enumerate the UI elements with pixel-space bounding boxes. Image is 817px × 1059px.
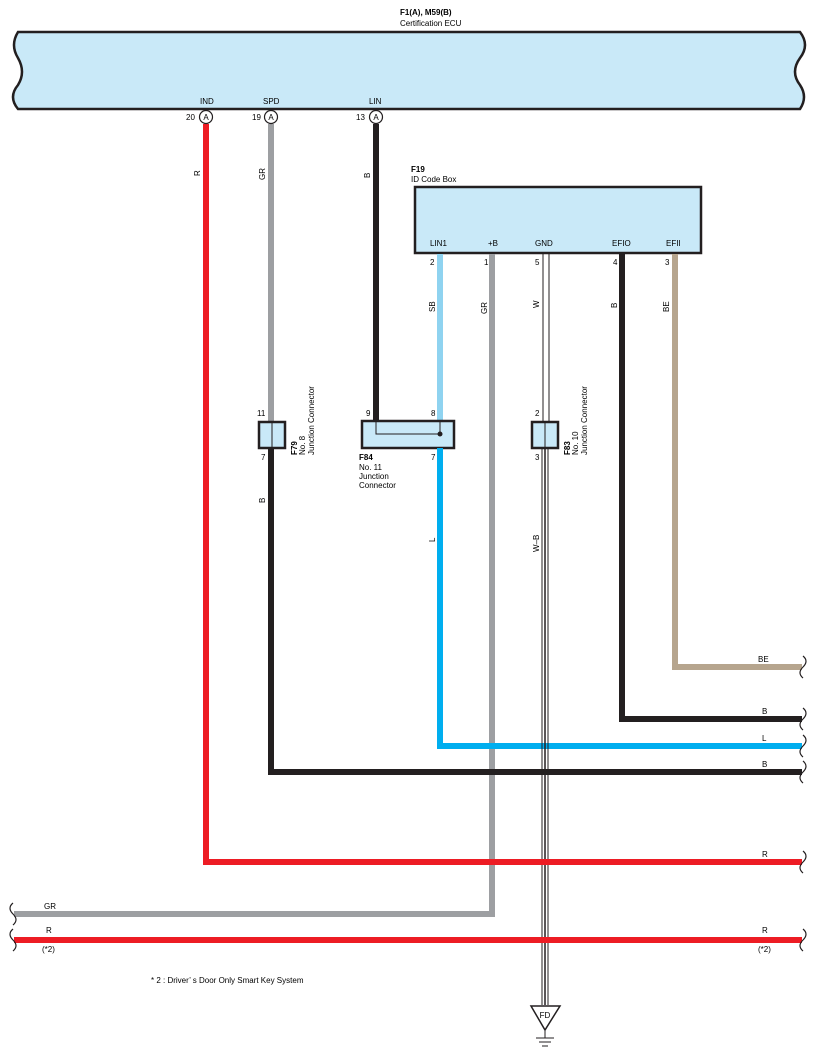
ecu-body xyxy=(11,30,807,111)
junction-f79-pin-top: 11 xyxy=(257,409,266,418)
junction-f83-pin-bottom: 3 xyxy=(535,453,540,462)
wire-f84-out-color: L xyxy=(428,537,437,542)
junction-f84-pin-in-left: 9 xyxy=(366,409,371,418)
continuation-mark-right-r2 xyxy=(799,928,807,952)
continuation-mark-right-be xyxy=(799,655,807,679)
junction-f79-line2: Junction Connector xyxy=(307,386,316,455)
junction-f83-pin-top: 2 xyxy=(535,409,540,418)
junction-f83-line2: Junction Connector xyxy=(580,386,589,455)
wire-efii-color: BE xyxy=(662,301,671,312)
continuation-mark-right-b2 xyxy=(799,760,807,784)
wire-f79-out-color: B xyxy=(258,498,267,503)
continuation-mark-left-r xyxy=(9,928,17,952)
wire-right-l-color: L xyxy=(762,734,767,743)
idbox-pin-efio-label: EFIO xyxy=(612,239,631,248)
ground-label: FD xyxy=(540,1011,551,1020)
wire-ind-color: R xyxy=(193,170,202,176)
wire-f83-out-color: W–B xyxy=(532,535,541,552)
ecu-code: F1(A), M59(B) xyxy=(400,8,452,17)
idbox-pin-lin1-num: 2 xyxy=(430,258,435,267)
ecu-name: Certification ECU xyxy=(400,19,462,28)
wire-right-b2-color: B xyxy=(762,760,767,769)
ecu-pin-spd-circle xyxy=(263,109,279,125)
wire-left-gr-color: GR xyxy=(44,902,56,911)
wire-right-r-color: R xyxy=(762,850,768,859)
junction-f79-pin-bottom: 7 xyxy=(261,453,266,462)
idbox-body xyxy=(413,185,703,255)
idbox-pin-gnd-num: 5 xyxy=(535,258,540,267)
idbox-pin-efio-num: 4 xyxy=(613,258,618,267)
wire-right-be-color: BE xyxy=(758,655,769,664)
idbox-pin-lin1-label: LIN1 xyxy=(430,239,447,248)
continuation-mark-right-r xyxy=(799,850,807,874)
wire-plusb-run xyxy=(14,911,495,917)
junction-f79-line1: No. 8 xyxy=(298,435,307,455)
ecu-pin-spd-label: SPD xyxy=(263,97,280,106)
wire-efio-color: B xyxy=(610,303,619,308)
wire-f84-out xyxy=(437,448,802,749)
junction-f84-line2: Junction xyxy=(359,472,389,481)
junction-f79-code: F79 xyxy=(290,441,299,455)
wire-ind-run xyxy=(203,859,802,865)
wire-efii-run xyxy=(672,664,802,670)
footnote: * 2 : Driver’ s Door Only Smart Key Syst… xyxy=(151,976,304,985)
continuation-mark-right-b1 xyxy=(799,707,807,731)
ecu-pin-lin-num: 13 xyxy=(356,113,365,122)
junction-f83-code: F83 xyxy=(563,441,572,455)
idbox-pin-plusb-num: 1 xyxy=(484,258,489,267)
ecu-pin-ind-circle xyxy=(198,109,214,125)
wire-lin1-color: SB xyxy=(428,301,437,312)
ecu-pin-spd-num: 19 xyxy=(252,113,261,122)
ecu-pin-spd-conn: A xyxy=(268,113,274,122)
wire-spd-color: GR xyxy=(258,168,267,180)
wire-lin-color: B xyxy=(363,173,372,178)
wire-f79-run xyxy=(268,769,802,775)
junction-f83-line1: No. 10 xyxy=(571,431,580,455)
ecu-pin-lin-circle xyxy=(368,109,384,125)
wire-gnd-color: W xyxy=(532,300,541,308)
idbox-name: ID Code Box xyxy=(411,175,456,184)
continuation-mark-right-l xyxy=(799,734,807,758)
idbox-pin-plusb-label: +B xyxy=(488,239,498,248)
wire-efio-run xyxy=(619,716,802,722)
note-star-left: (*2) xyxy=(42,945,55,954)
ground-point xyxy=(529,1005,562,1032)
wire-plusb-color: GR xyxy=(480,302,489,314)
ecu-pin-lin-conn: A xyxy=(373,113,379,122)
idbox-pin-gnd-label: GND xyxy=(535,239,553,248)
ecu-pin-ind-label: IND xyxy=(200,97,214,106)
continuation-mark-left-gr xyxy=(9,902,17,926)
wire-right-r2-color: R xyxy=(762,926,768,935)
junction-f84-code: F84 xyxy=(359,453,373,462)
wire-right-b1-color: B xyxy=(762,707,767,716)
idbox-pin-efii-num: 3 xyxy=(665,258,670,267)
note-star-right: (*2) xyxy=(758,945,771,954)
junction-f84-line1: No. 11 xyxy=(359,463,383,472)
junction-f84-node xyxy=(437,431,443,437)
junction-f84-line3: Connector xyxy=(359,481,396,490)
ecu-pin-ind-num: 20 xyxy=(186,113,195,122)
ecu-pin-ind-conn: A xyxy=(203,113,209,122)
junction-f84-bus xyxy=(375,421,441,435)
ecu-pin-lin-label: LIN xyxy=(369,97,382,106)
idbox-pin-efii-label: EFII xyxy=(666,239,681,248)
idbox-code: F19 xyxy=(411,165,425,174)
wire-left-r-color: R xyxy=(46,926,52,935)
junction-f84-pin-in-right: 8 xyxy=(431,409,436,418)
junction-f84-pin-out: 7 xyxy=(431,453,436,462)
